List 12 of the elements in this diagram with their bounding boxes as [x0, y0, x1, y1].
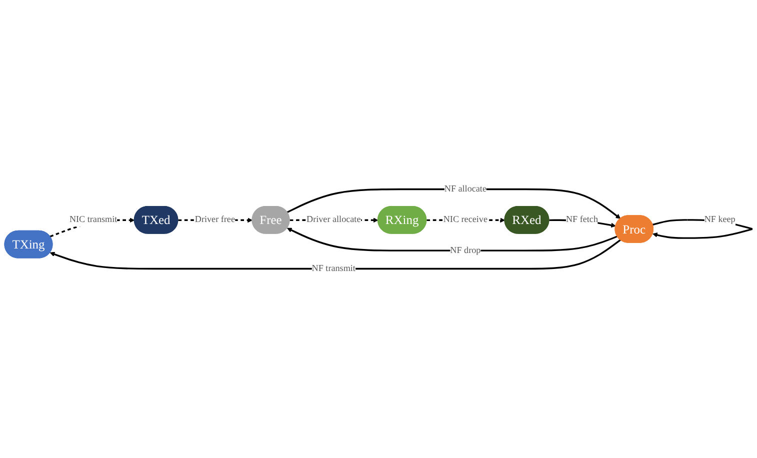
edge-label: NIC receive [443, 214, 488, 224]
edge-label: NF drop [450, 245, 481, 256]
edge-label: NF keep [704, 214, 736, 224]
arrow [287, 228, 618, 252]
edge-label: NF fetch [566, 214, 598, 224]
arrow [50, 239, 621, 270]
edge-label: Driver free [194, 214, 235, 224]
edge-label: NF transmit [312, 264, 356, 274]
edge-label: NF allocate [444, 184, 486, 194]
arrow [286, 188, 621, 219]
edge-label: NIC transmit [69, 214, 118, 224]
edge-label: Driver allocate [306, 214, 361, 224]
